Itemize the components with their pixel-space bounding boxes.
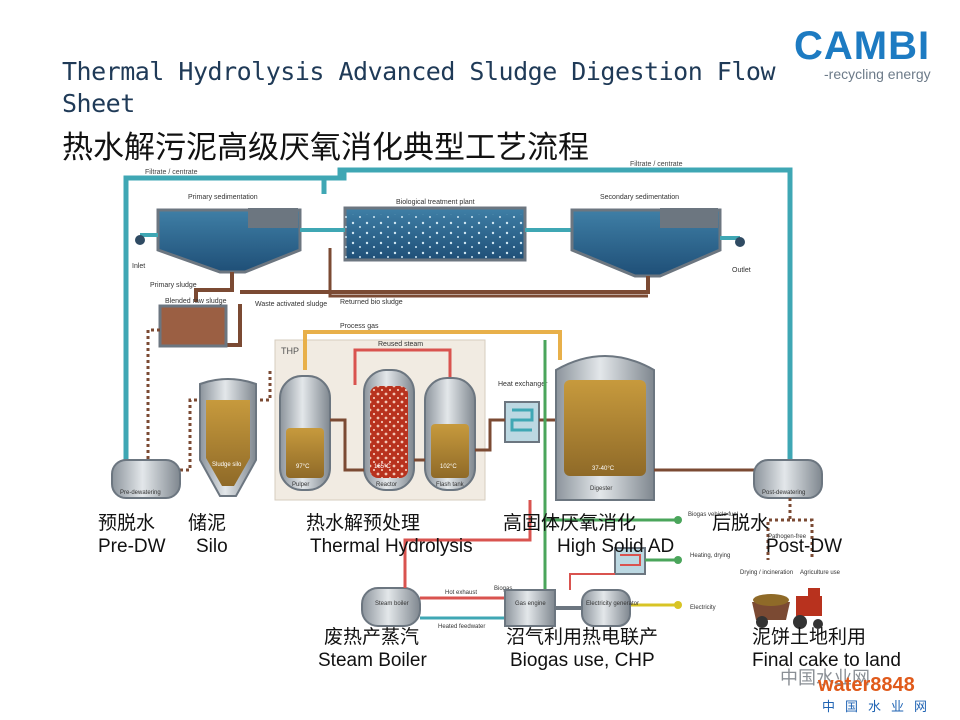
reactor-tank: 165°C Reactor [363, 369, 415, 491]
pre-dewatering-unit: Pre-dewatering [111, 459, 181, 499]
logo-tagline: -recycling energy [824, 66, 931, 82]
label-biogas-vehicle-fuel: Biogas vehicle fuel [688, 512, 738, 518]
label-heating-drying: Heating, drying [690, 553, 730, 559]
label-heated-feedwater: Heated feedwater [438, 624, 485, 630]
label-inlet: Inlet [132, 263, 145, 270]
label-electricity-generator: Electricity generator [586, 601, 639, 607]
label-returned-bio-sludge: Returned bio sludge [340, 299, 403, 306]
label-outlet: Outlet [732, 267, 751, 274]
tractor-trailer-icon [752, 588, 823, 629]
label-hot-exhaust: Hot exhaust [445, 590, 477, 596]
electricity-generator: Electricity generator [581, 589, 639, 627]
secondary-sedimentation-tank: Secondary sedimentation [570, 194, 722, 278]
label-electricity: Electricity [690, 605, 716, 611]
page-title-en: Thermal Hydrolysis Advanced Sludge Diges… [62, 57, 776, 118]
caption-post-dw-zh: 后脱水 [712, 512, 770, 534]
label-digester: Digester [590, 486, 612, 492]
label-biogas: Biogas [494, 586, 512, 592]
label-agriculture-use: Agriculture use [800, 570, 841, 576]
reactor-temp: 165°C [374, 464, 391, 470]
label-secondary-sedimentation: Secondary sedimentation [600, 194, 679, 201]
caption-pre-dw-en: Pre-DW [98, 536, 166, 557]
caption-silo-zh: 储泥 [188, 512, 227, 534]
label-gas-engine: Gas engine [515, 601, 546, 607]
heat-exchanger: Heat exchanger [498, 381, 548, 443]
biological-treatment-tank: Biological treatment plant [343, 199, 527, 262]
label-pulper: Pulper [292, 482, 309, 488]
label-heat-exchanger: Heat exchanger [498, 381, 548, 388]
caption-pre-dw-zh: 预脱水 [98, 512, 156, 534]
sludge-silo: Sludge silo [199, 378, 257, 497]
caption-boiler-en: Steam Boiler [318, 650, 427, 671]
caption-chp-zh: 沼气利用热电联产 [506, 626, 659, 648]
watermark-brand: water8848 [818, 674, 915, 696]
label-steam-boiler: Steam boiler [375, 601, 409, 607]
label-blended-raw-sludge: Blended raw sludge [165, 298, 227, 305]
label-sludge-silo: Sludge silo [212, 462, 242, 468]
caption-thp-zh: 热水解预处理 [306, 512, 421, 534]
label-pathogen-free: Pathogen-free [768, 534, 807, 540]
label-filtrate-left: Filtrate / centrate [145, 169, 198, 176]
digester-temp: 37-40°C [592, 466, 615, 472]
caption-cake-en: Final cake to land [752, 650, 901, 671]
label-primary-sludge: Primary sludge [150, 282, 197, 289]
label-flash-tank: Flash tank [436, 482, 465, 488]
label-process-gas: Process gas [340, 323, 379, 330]
caption-boiler-zh: 废热产蒸汽 [324, 626, 420, 648]
cambi-logo: CAMBI -recycling energy [790, 20, 950, 90]
steam-boiler: Steam boiler [361, 587, 421, 627]
watermark: 中国水业网 water8848 中国水业网 [752, 664, 960, 720]
watermark-line1: 中国水业网 [780, 668, 870, 689]
label-reactor: Reactor [376, 482, 397, 488]
watermark-line2: 中国水业网 [822, 700, 938, 715]
label-pre-dewatering: Pre-dewatering [120, 490, 161, 496]
gas-engine: Gas engine [504, 589, 556, 627]
flash-temp: 102°C [440, 464, 457, 470]
blended-raw-sludge-tank: Blended raw sludge [158, 298, 228, 348]
digester-tank: 37-40°C Digester [555, 355, 655, 501]
primary-sedimentation-tank: Primary sedimentation [156, 194, 302, 274]
label-primary-sedimentation: Primary sedimentation [188, 194, 258, 201]
caption-silo-en: Silo [196, 536, 228, 557]
caption-chp-en: Biogas use, CHP [510, 650, 655, 671]
flash-tank: 102°C Flash tank [424, 377, 476, 491]
logo-mark: CAMBI [794, 24, 931, 68]
caption-thp-en: Thermal Hydrolysis [310, 536, 473, 557]
page-title-zh: 热水解污泥高级厌氧消化典型工艺流程 [62, 130, 589, 166]
label-filtrate-right: Filtrate / centrate [630, 161, 683, 168]
label-biological-treatment: Biological treatment plant [396, 199, 475, 206]
caption-cake-zh: 泥饼土地利用 [752, 626, 867, 648]
post-dewatering-unit: Post-dewatering [753, 459, 823, 499]
caption-ad-zh: 高固体厌氧消化 [503, 512, 637, 534]
caption-ad-en: High Solid AD [557, 536, 675, 557]
label-waste-activated-sludge: Waste activated sludge [255, 301, 327, 308]
label-reused-steam: Reused steam [378, 341, 423, 348]
label-post-dewatering: Post-dewatering [762, 490, 805, 496]
caption-post-dw-en: Post-DW [766, 536, 842, 557]
label-thp: THP [281, 346, 299, 356]
pulper-tank: 97°C Pulper [279, 375, 331, 491]
pulper-temp: 97°C [296, 464, 310, 470]
label-drying-incineration: Drying / incineration [740, 570, 793, 576]
